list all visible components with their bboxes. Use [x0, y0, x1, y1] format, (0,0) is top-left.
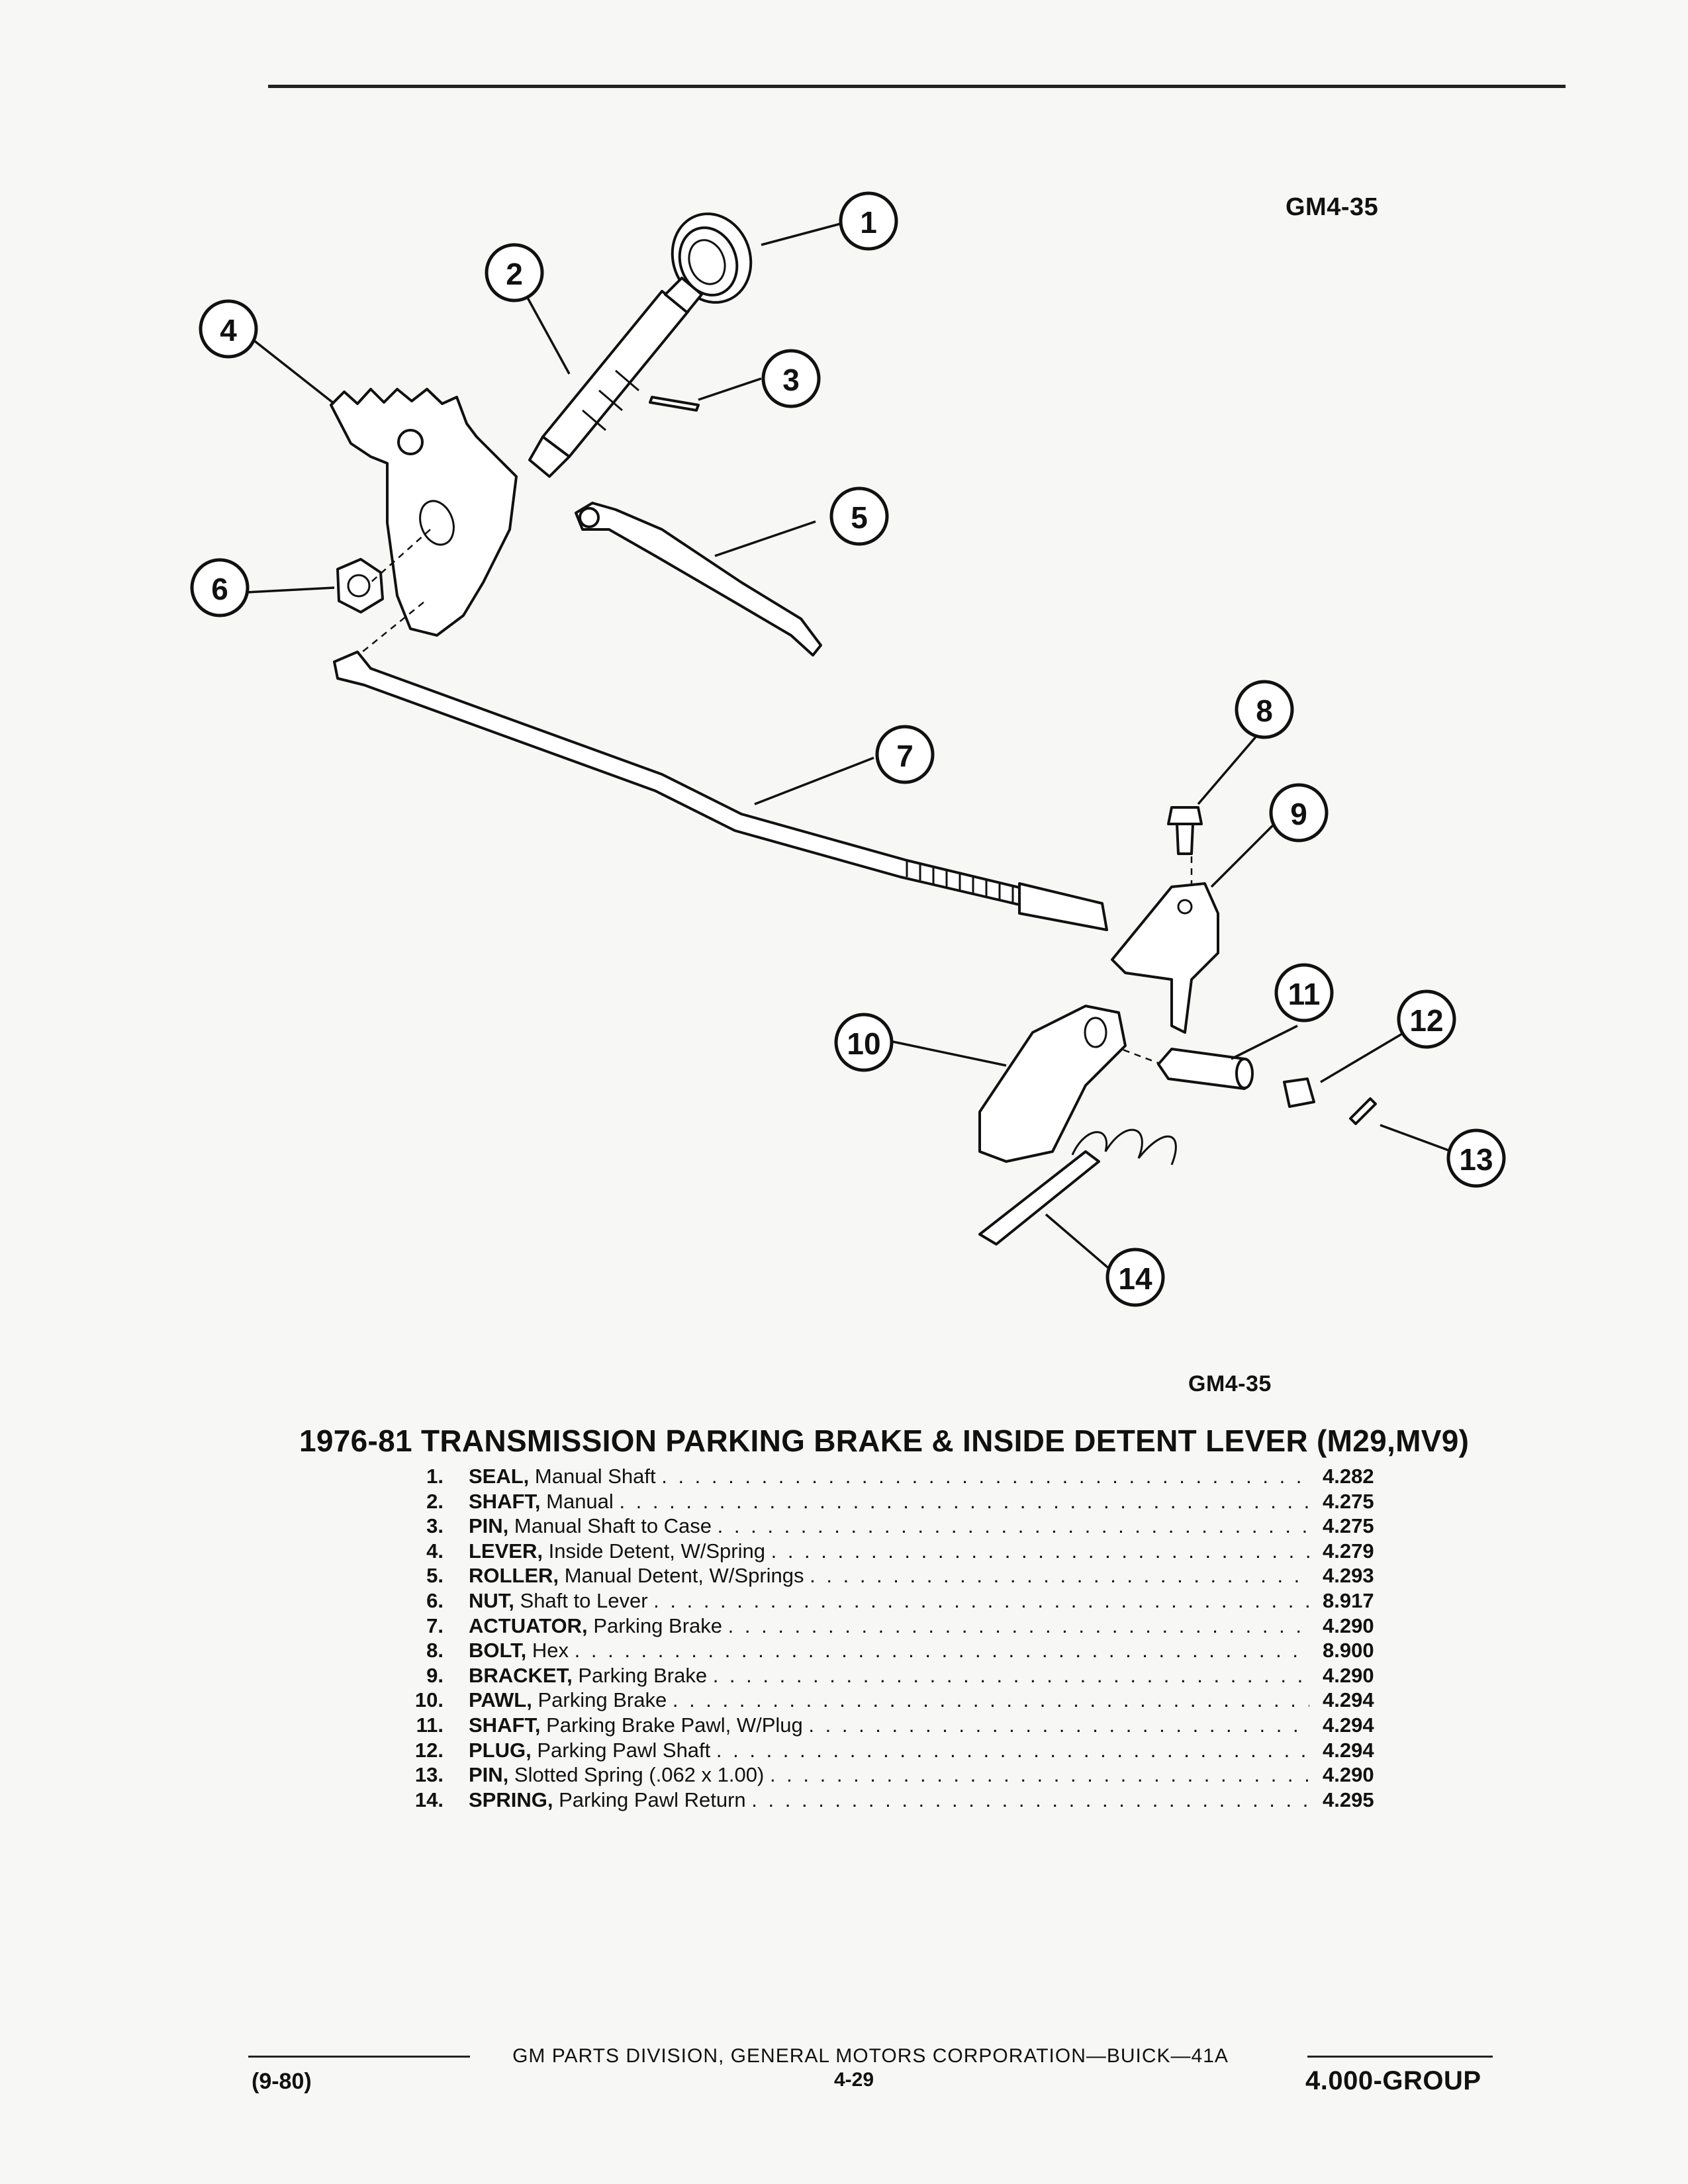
- svg-text:10: 10: [847, 1026, 880, 1061]
- part-actuator: [333, 651, 1108, 931]
- callout-11: 11: [1274, 963, 1334, 1023]
- parts-list-row: 9.BRACKET, Parking Brake . . . . . . . .…: [426, 1663, 1374, 1687]
- callout-6: 6: [190, 558, 250, 617]
- part-manual-shaft: [528, 277, 703, 478]
- svg-text:2: 2: [506, 257, 523, 291]
- callout-7: 7: [875, 725, 935, 784]
- callout-10: 10: [834, 1013, 894, 1072]
- part-bolt: [1167, 806, 1203, 855]
- parts-list-row: 1.SEAL, Manual Shaft . . . . . . . . . .…: [426, 1465, 1374, 1488]
- svg-text:7: 7: [896, 739, 914, 773]
- svg-text:9: 9: [1290, 797, 1307, 831]
- leader-lines: [246, 222, 1449, 1275]
- callout-14: 14: [1105, 1248, 1165, 1307]
- exploded-parts-diagram: 1 2 3 4 5 6 7 8 9 10 11 12 13 14: [190, 191, 1506, 1307]
- callout-1: 1: [839, 191, 898, 251]
- parts-list-row: 3.PIN, Manual Shaft to Case . . . . . . …: [426, 1514, 1374, 1538]
- svg-text:4: 4: [220, 313, 237, 347]
- parts-list-row: 5.ROLLER, Manual Detent, W/Springs . . .…: [426, 1564, 1374, 1588]
- callout-5: 5: [829, 486, 889, 546]
- footer-group: 4.000-GROUP: [1305, 2066, 1481, 2095]
- top-rule: [268, 85, 1566, 88]
- svg-text:3: 3: [782, 363, 800, 397]
- footer-date: (9-80): [252, 2069, 312, 2094]
- parts-list-row: 13.PIN, Slotted Spring (.062 x 1.00) . .…: [414, 1763, 1374, 1787]
- footer-rule-left: [248, 2056, 470, 2058]
- svg-text:1: 1: [860, 205, 877, 240]
- footer-rule-right: [1307, 2056, 1493, 2058]
- svg-text:13: 13: [1459, 1142, 1493, 1177]
- svg-text:5: 5: [851, 500, 868, 535]
- figure-code-bottom: GM4-35: [1188, 1371, 1272, 1396]
- parts-list-row: 8.BOLT, Hex . . . . . . . . . . . . . . …: [426, 1639, 1374, 1662]
- footer-publisher: GM PARTS DIVISION, GENERAL MOTORS CORPOR…: [512, 2045, 1229, 2067]
- parts-list-row: 4.LEVER, Inside Detent, W/Spring . . . .…: [426, 1539, 1374, 1563]
- parts-list: 1.SEAL, Manual Shaft . . . . . . . . . .…: [397, 1464, 1390, 1812]
- callout-3: 3: [761, 349, 821, 408]
- part-seal: [671, 212, 753, 304]
- callout-2: 2: [485, 243, 544, 302]
- page-title: 1976-81 TRANSMISSION PARKING BRAKE & INS…: [299, 1424, 1470, 1458]
- parts-list-row: 7.ACTUATOR, Parking Brake . . . . . . . …: [426, 1614, 1374, 1637]
- part-pin: [649, 396, 700, 412]
- callout-9: 9: [1269, 783, 1329, 842]
- page-number: 4-29: [833, 2069, 874, 2091]
- part-pawl: [978, 1005, 1127, 1163]
- parts-list-row: 2.SHAFT, Manual . . . . . . . . . . . . …: [426, 1489, 1374, 1513]
- parts-list-row: 6.NUT, Shaft to Lever . . . . . . . . . …: [426, 1588, 1374, 1612]
- callout-4: 4: [199, 299, 258, 359]
- callout-13: 13: [1446, 1128, 1506, 1188]
- svg-text:14: 14: [1118, 1261, 1152, 1296]
- callout-12: 12: [1397, 989, 1456, 1049]
- parts-list-row: 10.PAWL, Parking Brake . . . . . . . . .…: [414, 1688, 1374, 1712]
- part-slotted-pin: [1349, 1097, 1377, 1125]
- figure-code-top: GM4-35: [1286, 193, 1379, 221]
- part-detent-roller: [575, 502, 822, 657]
- callout-8: 8: [1235, 680, 1294, 739]
- parts-list-row: 14.SPRING, Parking Pawl Return . . . . .…: [414, 1788, 1374, 1811]
- part-nut: [336, 558, 384, 614]
- svg-text:8: 8: [1256, 694, 1273, 728]
- parts-list-row: 11.SHAFT, Parking Brake Pawl, W/Plug . .…: [416, 1713, 1374, 1737]
- parts-list-row: 12.PLUG, Parking Pawl Shaft . . . . . . …: [414, 1738, 1374, 1762]
- part-plug: [1283, 1077, 1315, 1108]
- part-detent-lever: [330, 388, 518, 637]
- svg-text:11: 11: [1288, 977, 1321, 1011]
- svg-text:6: 6: [211, 572, 228, 606]
- svg-text:12: 12: [1409, 1003, 1443, 1038]
- part-bracket: [1111, 882, 1219, 1034]
- part-return-spring: [978, 1128, 1177, 1246]
